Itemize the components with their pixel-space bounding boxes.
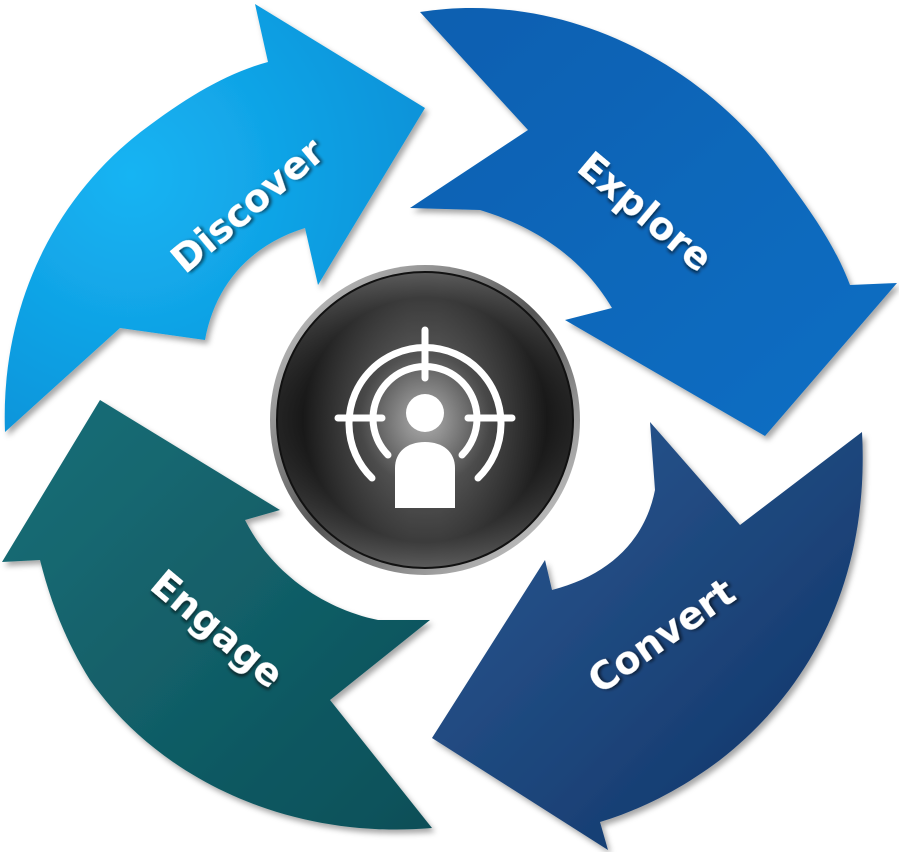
convert-arrow bbox=[432, 422, 863, 850]
target-user-icon bbox=[334, 326, 516, 508]
discover-arrow bbox=[4, 4, 426, 432]
explore-arrow bbox=[410, 7, 897, 436]
stage-convert: Convert bbox=[432, 422, 863, 850]
stage-engage: Engage bbox=[2, 400, 432, 830]
stage-explore: Explore bbox=[410, 7, 897, 436]
center-disc bbox=[270, 265, 580, 575]
engage-arrow bbox=[2, 400, 432, 830]
